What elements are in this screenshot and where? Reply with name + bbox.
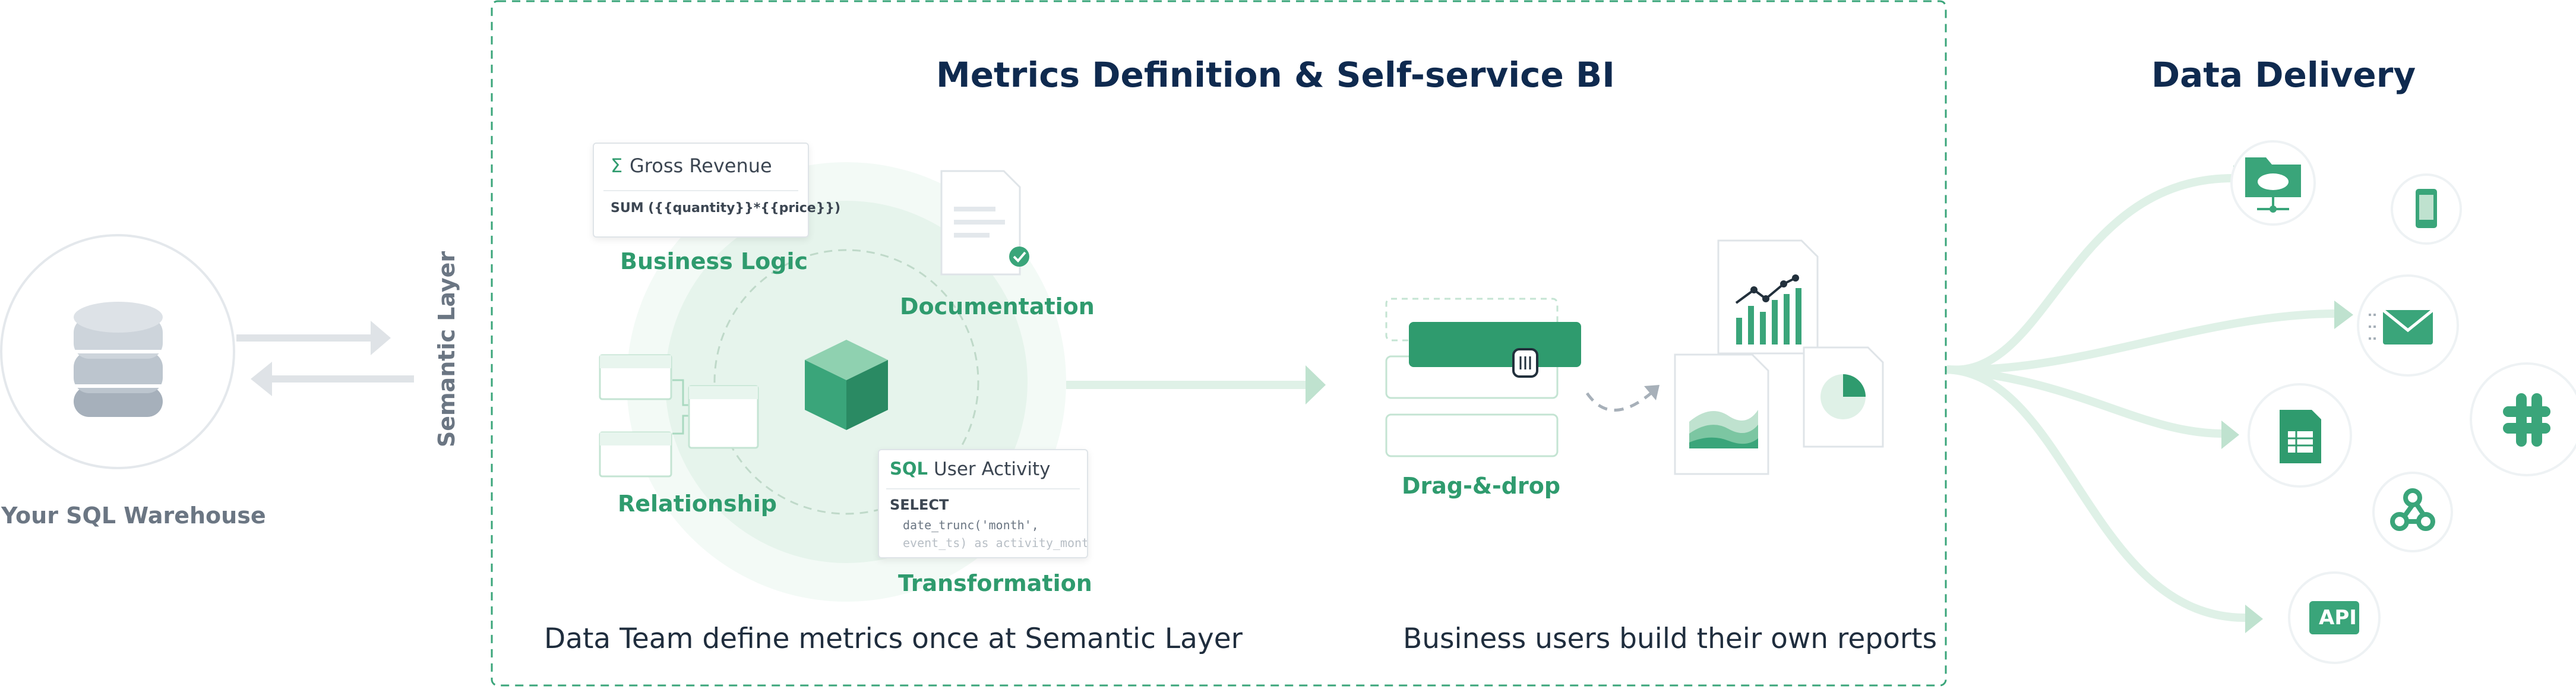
relationship-tables <box>599 354 759 478</box>
drag-drop-label: Drag-&-drop <box>1402 473 1561 499</box>
hub-dashed-ring <box>713 249 979 515</box>
gross-revenue-card: Σ Gross Revenue SUM ({{quantity}}*{{pric… <box>593 143 840 238</box>
api-icon <box>2309 601 2359 634</box>
sync-arrows <box>236 321 414 396</box>
slack-icon <box>2503 393 2550 447</box>
warehouse-label: Your SQL Warehouse <box>1 502 266 529</box>
drag-drop-builder <box>1385 298 1581 457</box>
business-logic-label: Business Logic <box>620 248 808 274</box>
relationship-label: Relationship <box>618 491 777 517</box>
hub-to-builder-arrow <box>1066 365 1326 404</box>
business-users-caption: Business users build their own reports <box>1403 622 1937 655</box>
sql-line-2: date_trunc('month', <box>903 518 1039 532</box>
card-divider <box>886 488 1080 489</box>
gross-revenue-formula: SUM ({{quantity}}*{{price}}) <box>611 201 841 216</box>
user-activity-title: User Activity <box>934 459 1051 480</box>
webhook-icon <box>2390 488 2435 531</box>
transformation-label: Transformation <box>898 570 1092 596</box>
relationship-connectors <box>672 379 690 435</box>
webhook-circle <box>2372 472 2453 552</box>
pie-chart-report-icon <box>1803 346 1884 448</box>
documentation-label: Documentation <box>900 293 1095 320</box>
dragged-field-block <box>1409 322 1581 367</box>
metrics-container-border <box>491 0 1947 687</box>
hand-cursor-icon <box>1512 348 1538 378</box>
metrics-title: Metrics Definition & Self-service BI <box>936 55 1615 95</box>
database-icon <box>74 302 163 417</box>
sql-select-line: SELECT <box>890 497 949 513</box>
delivery-curves <box>1946 174 2335 622</box>
sql-tag: SQL <box>890 459 928 479</box>
user-activity-card: SQL User Activity SELECT date_trunc('mon… <box>878 449 1088 558</box>
sigma-icon: Σ <box>611 154 623 177</box>
check-badge-icon <box>1009 246 1029 267</box>
bar-chart-report-icon <box>1717 239 1819 355</box>
sql-line-3: event_ts) as activity_month <box>903 536 1088 550</box>
cloud-folder-icon <box>2245 157 2301 213</box>
area-chart-report-icon <box>1674 353 1769 475</box>
semantic-layer-label: Semantic Layer <box>434 251 460 448</box>
documentation-page-icon <box>940 170 1029 276</box>
builder-curve-arrow <box>1585 385 1660 412</box>
sheets-icon <box>2280 410 2321 463</box>
gross-revenue-title: Gross Revenue <box>630 154 772 177</box>
mobile-icon <box>2416 189 2437 228</box>
api-label: API <box>2319 606 2357 630</box>
delivery-title: Data Delivery <box>2151 55 2416 95</box>
card-divider <box>603 190 798 191</box>
data-team-caption: Data Team define metrics once at Semanti… <box>544 622 1243 655</box>
email-icon <box>2369 309 2434 344</box>
cube-icon <box>805 340 888 430</box>
